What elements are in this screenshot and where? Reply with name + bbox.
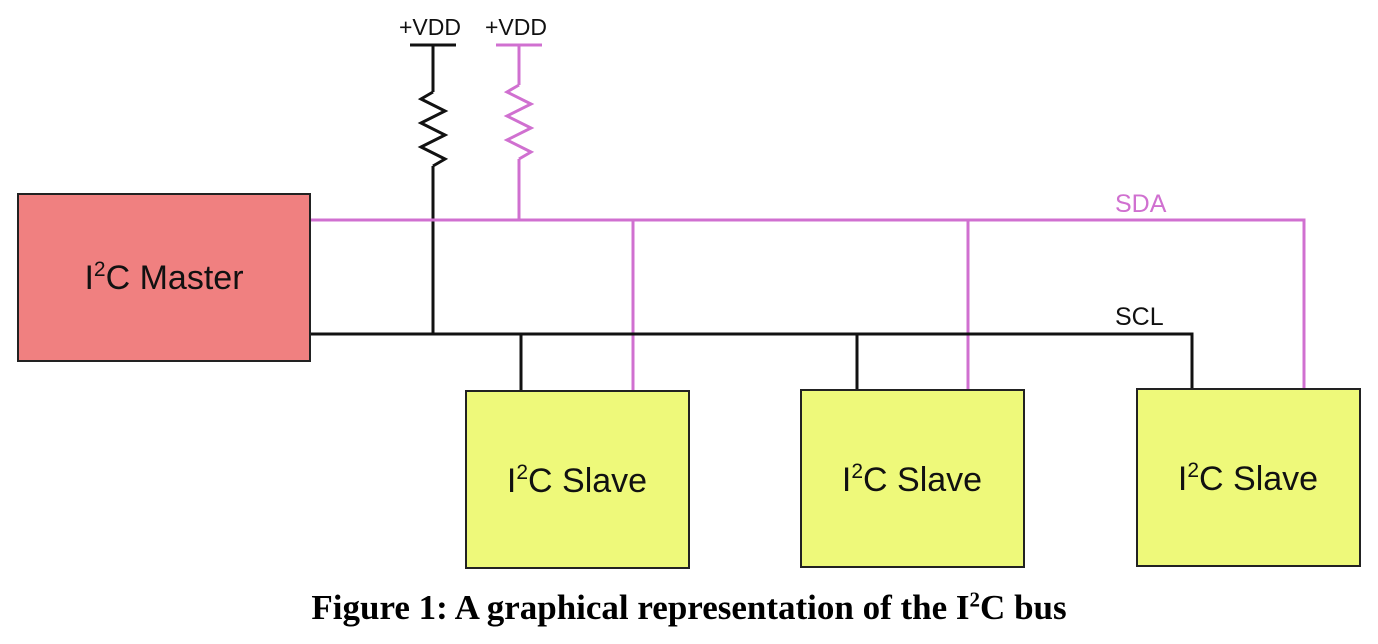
slave-label-2-prefix: I: [842, 461, 851, 499]
scl-vdd-label: +VDD: [399, 14, 461, 40]
scl-pullup: [410, 43, 456, 334]
i2c-bus-diagram: +VDD +VDD SDA SCL I2C Master I2C Slave I…: [17, 14, 1361, 569]
scl-label: SCL: [1115, 303, 1164, 331]
slave-label-1-prefix: I: [507, 462, 516, 500]
slave-label-3-sup: 2: [1187, 459, 1199, 482]
i2c-slave-block-2: I2C Slave: [800, 389, 1025, 568]
sda-vdd-label: +VDD: [485, 14, 547, 40]
master-label-sup: 2: [94, 258, 106, 281]
slave-label-2-suffix: C Slave: [863, 461, 982, 499]
slave-box-2: [800, 389, 1025, 568]
master-label-prefix: I: [84, 259, 93, 297]
sda-pullup: [496, 43, 542, 220]
i2c-slave-block-1: I2C Slave: [465, 390, 690, 569]
scl-pullup-resistor: [417, 90, 449, 168]
master-label: I2C Master: [84, 258, 243, 297]
slave-box-3: [1136, 388, 1361, 567]
slave-label-1-suffix: C Slave: [528, 462, 647, 500]
sda-bus: [310, 218, 1306, 391]
slave-label-2: I2C Slave: [842, 460, 982, 499]
i2c-master-block: I2C Master: [17, 193, 311, 362]
slave-label-3-suffix: C Slave: [1199, 460, 1318, 498]
slave-label-2-sup: 2: [851, 460, 863, 483]
sda-main-line: [310, 218, 1306, 389]
slave-label-1-sup: 2: [516, 461, 528, 484]
scl-main-line: [310, 332, 1194, 389]
sda-label: SDA: [1115, 190, 1167, 218]
sda-pullup-resistor: [503, 83, 535, 161]
slave-label-3-prefix: I: [1178, 460, 1187, 498]
slave-label-3: I2C Slave: [1178, 459, 1318, 498]
slave-box-1: [465, 390, 690, 569]
caption-suffix: C bus: [980, 588, 1067, 627]
caption-sup: 2: [969, 587, 981, 612]
scl-bus: [310, 332, 1194, 391]
figure-caption: Figure 1: A graphical representation of …: [0, 588, 1378, 628]
caption-prefix: Figure 1: A graphical representation of …: [311, 588, 970, 627]
master-label-suffix: C Master: [106, 259, 244, 297]
slave-label-1: I2C Slave: [507, 461, 647, 500]
i2c-slave-block-3: I2C Slave: [1136, 388, 1361, 567]
master-box: [17, 193, 311, 362]
